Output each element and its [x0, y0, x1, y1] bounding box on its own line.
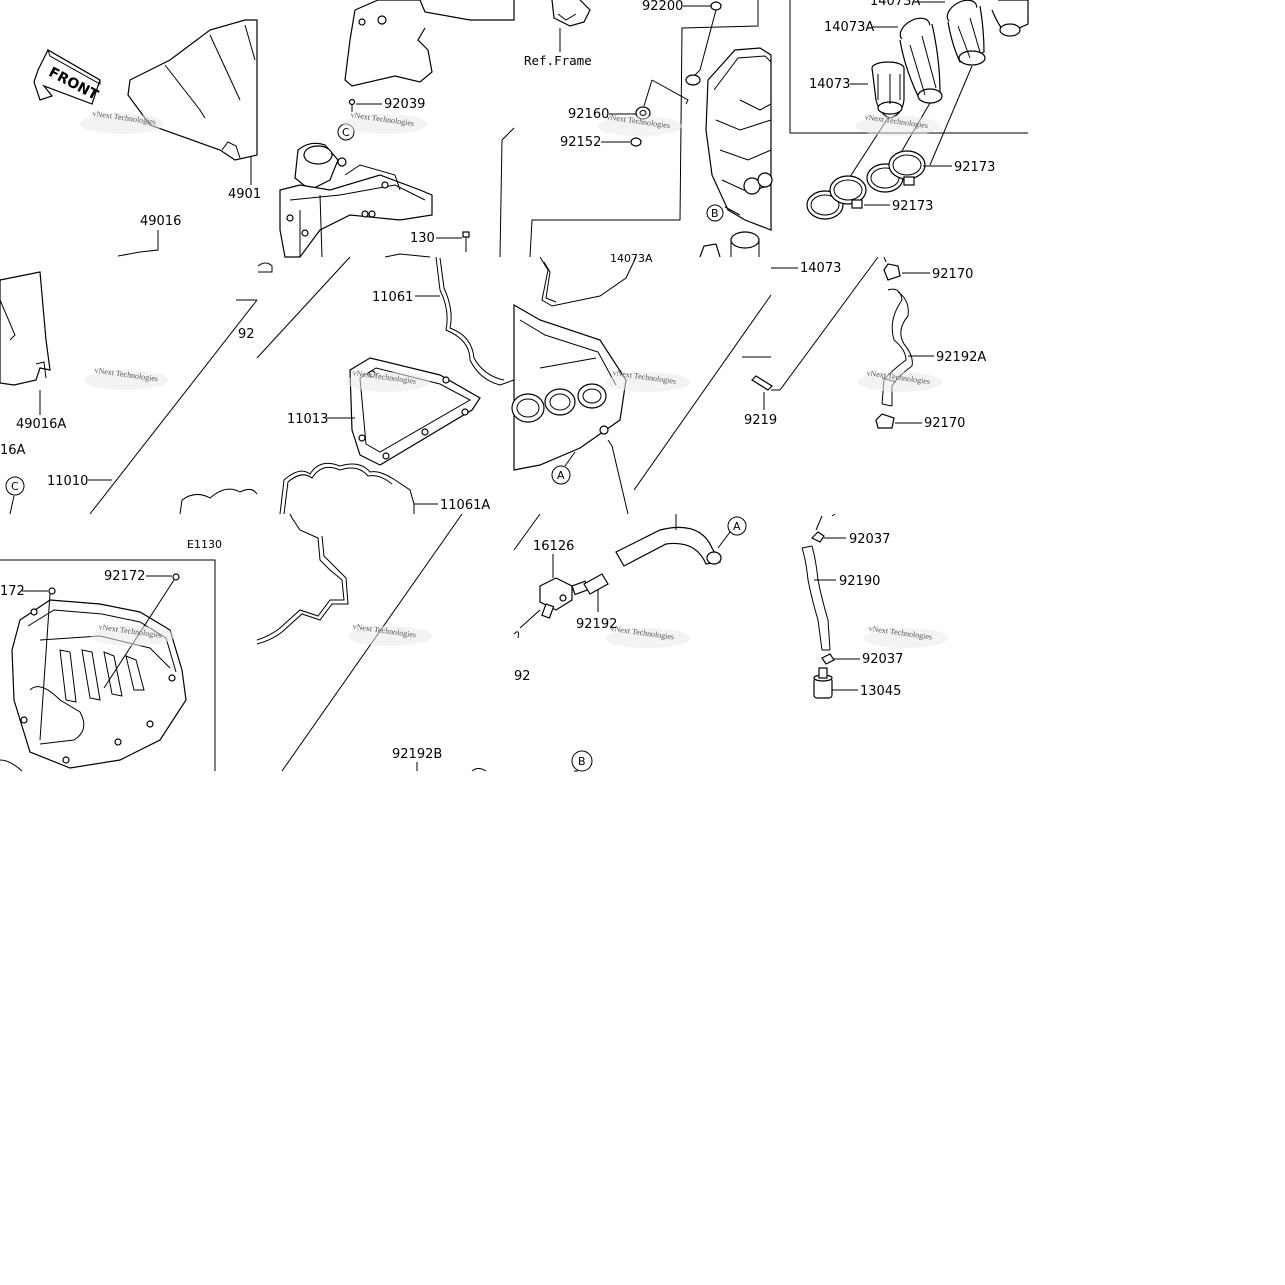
air-switching-valve: [519, 577, 590, 629]
part-label: 92037: [849, 532, 890, 547]
intake-funnel: [899, 17, 943, 104]
frame-bracket: [551, 0, 591, 27]
intake-funnel: [991, 0, 1029, 37]
drain-cap: [813, 667, 833, 699]
part-label: 92037: [862, 652, 903, 667]
clamp-92170-bottom: [875, 413, 895, 429]
part-label: 92039: [384, 97, 425, 112]
hose-92192-short: [583, 573, 609, 595]
intake-funnel-set: [834, 0, 1029, 201]
ref-mark-c-2: [5, 476, 25, 496]
part-label: 92173: [892, 199, 933, 214]
ref-mark-a-2: [727, 516, 747, 536]
part-label: 14073A: [610, 252, 653, 265]
part-label: 92172: [104, 569, 145, 584]
part-label: 13045: [860, 684, 901, 699]
watermark: vNext Technologies: [84, 366, 168, 390]
part-label: 14073: [809, 77, 850, 92]
ref-mark-b-text: B: [711, 207, 719, 220]
clamp-92170-top: [883, 263, 901, 281]
clamp-92037-top: [810, 531, 825, 543]
diagram-code: E1130: [187, 538, 222, 551]
part-label: 92152: [560, 135, 601, 150]
part-label: 16A: [0, 443, 26, 458]
watermark: vNext Technologies: [606, 624, 690, 648]
part-label: 92200: [642, 0, 683, 14]
part-label: 16126: [533, 539, 574, 554]
frame-drawing: [279, 0, 515, 258]
watermark: vNext Technologies: [864, 624, 948, 648]
watermark: vNext Technologies: [598, 112, 682, 136]
part-label: 49016: [140, 214, 181, 229]
part-label: 49016A: [16, 417, 66, 432]
part-label: 92170: [932, 267, 973, 282]
hose-to-a: [615, 514, 722, 567]
part-label: 11013: [287, 412, 328, 427]
part-label: 92: [514, 669, 531, 684]
breather-hose: [801, 545, 831, 651]
intake-funnel: [871, 61, 905, 119]
hose-clamp-set: [806, 150, 926, 220]
pipe-stub: [751, 375, 773, 391]
ref-mark-a-text: A: [733, 520, 741, 533]
part-label: 92170: [924, 416, 965, 431]
airbox-cover-upper: [705, 47, 773, 231]
intake-funnel: [946, 0, 986, 66]
airbox-lower: [511, 303, 627, 471]
watermark: vNext Technologies: [343, 110, 427, 134]
part-label: 92192: [576, 617, 617, 632]
part-label: 11061A: [440, 498, 490, 513]
ref-mark-b-2: [571, 750, 593, 772]
ref-mark-b: [706, 204, 724, 222]
watermark: vNext Technologies: [346, 368, 430, 392]
watermark: vNext Technologies: [91, 622, 175, 646]
ref-mark-c-text: C: [342, 126, 350, 139]
part-label: 14073: [800, 261, 841, 276]
watermark: vNext Technologies: [606, 368, 690, 392]
ref-mark-a-text: A: [557, 469, 565, 482]
front-direction-badge: FRONT: [33, 48, 101, 105]
part-label: 92: [238, 327, 255, 342]
part-label: 130: [410, 231, 435, 246]
part-label: 11010: [47, 474, 88, 489]
part-label: 172: [0, 584, 25, 599]
part-label: 92192A: [936, 350, 986, 365]
ref-mark-c-text: C: [11, 480, 19, 493]
part-label: 4901: [228, 187, 261, 202]
part-label: 92192B: [392, 747, 442, 762]
part-label: 11061: [372, 290, 413, 305]
part-label: 14073A: [870, 0, 920, 9]
ref-frame-note: Ref.Frame: [524, 53, 592, 68]
part-label: 14073A: [824, 20, 874, 35]
clamp-92037-bottom: [821, 653, 835, 665]
ref-mark-b-text: B: [578, 755, 586, 768]
deflector-panel-upper: [127, 19, 258, 161]
deflector-panel-lower: [0, 271, 51, 386]
watermark: vNext Technologies: [856, 112, 940, 136]
part-label: 92190: [839, 574, 880, 589]
part-label: 92173: [954, 160, 995, 175]
part-label: 92160: [568, 107, 609, 122]
ref-mark-a: [551, 465, 571, 485]
watermark: vNext Technologies: [348, 622, 432, 646]
part-label: 9219: [744, 413, 777, 428]
watermark: vNext Technologies: [858, 368, 942, 392]
